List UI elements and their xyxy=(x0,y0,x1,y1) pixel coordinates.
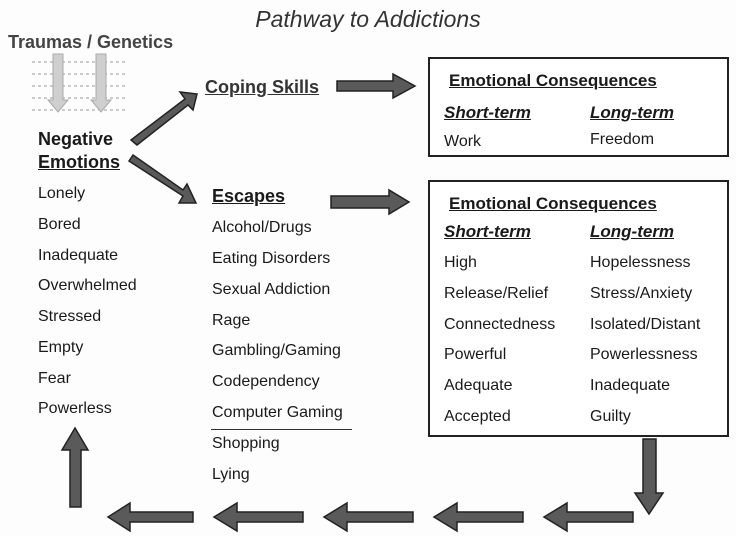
escape-short-term-heading: Short-term xyxy=(444,222,531,241)
escape-item: Sexual Addiction xyxy=(212,281,331,298)
emotion-item: Empty xyxy=(38,339,84,356)
escape-item: Eating Disorders xyxy=(212,250,331,267)
emotion-item: Lonely xyxy=(38,185,86,202)
traumas-genetics-label: Traumas / Genetics xyxy=(8,32,174,52)
arrow-consequences-down xyxy=(633,438,665,516)
escape-long-term-item: Inadequate xyxy=(590,377,671,394)
coping-consequences-title: Emotional Consequences xyxy=(449,71,657,90)
escape-short-term-item: Connectedness xyxy=(444,316,556,333)
arrow-escapes-to-consequences xyxy=(330,188,411,216)
escape-short-term-item: Powerful xyxy=(444,346,507,363)
emotion-item: Bored xyxy=(38,216,81,233)
negative-emotions-heading: Negative Emotions xyxy=(38,128,120,174)
arrow-to-coping-skills xyxy=(129,91,198,146)
escape-item: Rage xyxy=(212,312,251,329)
escape-long-term-item: Hopelessness xyxy=(590,254,691,271)
coping-long-term-item: Freedom xyxy=(590,131,655,148)
escape-item: Shopping xyxy=(212,435,280,452)
escape-short-term-item: Accepted xyxy=(444,408,511,425)
trauma-down-arrows xyxy=(46,53,113,113)
coping-short-term-item: Work xyxy=(444,133,482,150)
coping-consequences-box: Emotional Consequences Short-term Long-t… xyxy=(428,57,729,157)
emotion-item: Overwhelmed xyxy=(38,277,137,294)
escape-long-term-item: Powerlessness xyxy=(590,346,698,363)
escape-short-term-item: Release/Relief xyxy=(444,285,549,302)
escape-long-term-item: Isolated/Distant xyxy=(590,316,701,333)
diagram-title: Pathway to Addictions xyxy=(255,6,481,32)
negative-emotions-heading-line2: Emotions xyxy=(38,152,121,172)
negative-emotions-heading-line1: Negative xyxy=(38,129,114,149)
arrow-up-to-emotions xyxy=(60,426,90,508)
escape-short-term-item: High xyxy=(444,254,477,271)
coping-short-term-heading: Short-term xyxy=(444,103,531,122)
arrow-return-4 xyxy=(212,501,304,533)
escapes-divider xyxy=(211,429,352,430)
escape-short-term-item: Adequate xyxy=(444,377,513,394)
emotion-item: Inadequate xyxy=(38,247,119,264)
escape-long-term-heading: Long-term xyxy=(590,222,675,241)
escape-consequences-box: Emotional Consequences Short-term Long-t… xyxy=(428,180,729,437)
trauma-texture xyxy=(32,61,126,111)
arrow-return-5 xyxy=(106,501,194,533)
escape-long-term-item: Stress/Anxiety xyxy=(590,285,693,302)
arrow-coping-to-consequences xyxy=(336,72,417,100)
arrow-to-escapes xyxy=(127,153,198,204)
escape-item: Computer Gaming xyxy=(212,404,343,421)
coping-skills-label: Coping Skills xyxy=(205,77,320,97)
emotion-item: Stressed xyxy=(38,308,102,325)
arrow-return-2 xyxy=(432,501,524,533)
emotion-item: Powerless xyxy=(38,400,112,417)
escape-item: Gambling/Gaming xyxy=(212,342,341,359)
escapes-heading: Escapes xyxy=(212,186,286,206)
escape-long-term-item: Guilty xyxy=(590,408,631,425)
coping-long-term-heading: Long-term xyxy=(590,103,675,122)
escape-item: Alcohol/Drugs xyxy=(212,219,312,236)
arrow-return-1 xyxy=(542,501,634,533)
arrow-return-3 xyxy=(322,501,414,533)
escape-item: Lying xyxy=(212,466,250,483)
escape-consequences-title: Emotional Consequences xyxy=(449,194,657,213)
escape-item: Codependency xyxy=(212,373,320,390)
emotion-item: Fear xyxy=(38,370,71,387)
